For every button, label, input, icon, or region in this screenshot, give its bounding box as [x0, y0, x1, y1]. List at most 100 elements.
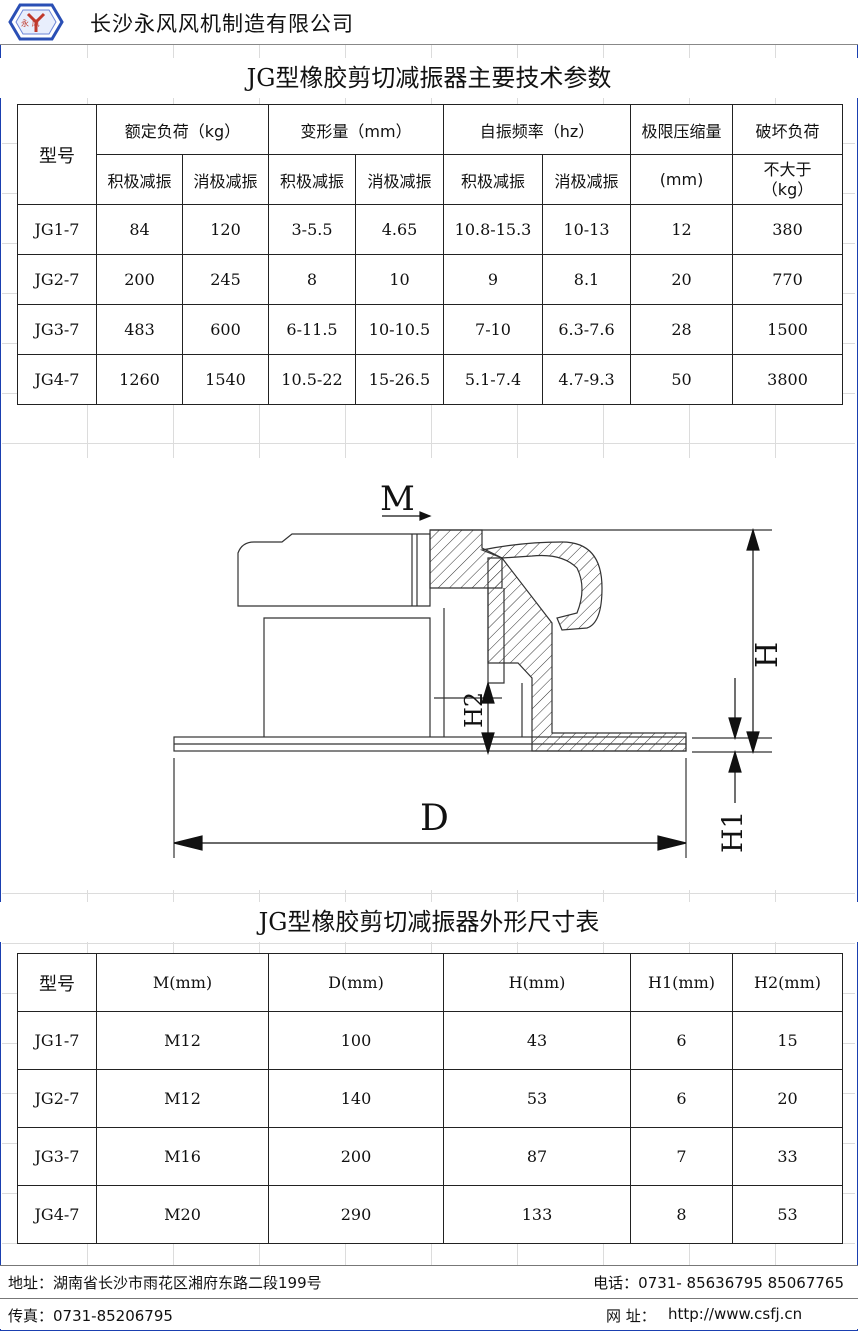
header-break-load: 破坏负荷 [732, 104, 844, 155]
cell: 10.8-15.3 [443, 204, 543, 255]
phone: 电话：0731- 85636795 85067765 [593, 1274, 844, 1292]
website-link[interactable]: http://www.csfj.cn [668, 1305, 803, 1323]
footer-row-1: 地址：湖南省长沙市雨花区湘府东路二段199号 电话：0731- 85636795… [0, 1266, 858, 1298]
cell: 6-11.5 [268, 304, 356, 355]
arrow-down [746, 731, 760, 755]
cell-model: JG4-7 [17, 1185, 97, 1244]
cell: 10-13 [541, 204, 632, 255]
table1-title: JG型橡胶剪切减振器主要技术参数 [0, 58, 858, 98]
cell-model: JG4-7 [17, 354, 97, 405]
break-sub-line1: 不大于 [763, 159, 812, 179]
cell: 133 [443, 1185, 631, 1244]
table-row: JG2-7 M12 140 53 6 20 [17, 1069, 843, 1128]
cell: M16 [96, 1127, 269, 1186]
cell: 20 [630, 254, 734, 305]
cell: 87 [443, 1127, 631, 1186]
label-m: M [380, 479, 415, 519]
arrow-up [746, 527, 760, 551]
company-name: 长沙永风风机制造有限公司 [90, 12, 354, 36]
cell: M12 [96, 1069, 269, 1128]
table-row: JG3-7 483 600 6-11.5 10-10.5 7-10 6.3-7.… [17, 304, 844, 355]
break-sub: 不大于 （kg） [732, 154, 844, 205]
footer-row-2: 传真：0731-85206795 网 址： http://www.csfj.cn [0, 1299, 858, 1329]
fan-logo-icon: 永 风 [8, 3, 64, 41]
limit-unit: (mm) [630, 154, 734, 205]
cell: 43 [443, 1011, 631, 1070]
cell: 140 [268, 1069, 444, 1128]
cell: 200 [268, 1127, 444, 1186]
sub-passive-freq: 消极减振 [541, 154, 632, 205]
cell: 4.7-9.3 [541, 354, 632, 405]
cell: 6 [630, 1011, 733, 1070]
footer-divider-2 [0, 1298, 858, 1299]
cell: 6 [630, 1069, 733, 1128]
diagram-svg: M D H H1 H2 [173, 479, 785, 858]
cell: 33 [732, 1127, 843, 1186]
footer-divider [0, 1265, 858, 1266]
fax: 传真：0731-85206795 [8, 1307, 173, 1325]
cell: 10-10.5 [355, 304, 444, 355]
label-h: H [750, 642, 785, 668]
cell: M20 [96, 1185, 269, 1244]
cell: 7 [630, 1127, 733, 1186]
cell: 53 [732, 1185, 843, 1244]
rubber-cup [479, 541, 603, 631]
header-h2: H2(mm) [732, 953, 843, 1012]
label-d: D [420, 798, 449, 839]
rubber-body [487, 557, 687, 752]
cell: 12 [630, 204, 734, 255]
label-h2: H2 [460, 692, 488, 728]
cell: M12 [96, 1011, 269, 1070]
cell: 3-5.5 [268, 204, 356, 255]
sub-passive-deform: 消极减振 [355, 154, 444, 205]
header-h: H(mm) [443, 953, 631, 1012]
cell: 245 [182, 254, 269, 305]
table-row: JG4-7 1260 1540 10.5-22 15-26.5 5.1-7.4 … [17, 354, 844, 405]
cell-model: JG3-7 [17, 304, 97, 355]
table-row: JG3-7 M16 200 87 7 33 [17, 1127, 843, 1186]
cell: 10 [355, 254, 444, 305]
header-limit-compression: 极限压缩量 [630, 104, 734, 155]
cell: 15-26.5 [355, 354, 444, 405]
cell: 8 [268, 254, 356, 305]
cell: 53 [443, 1069, 631, 1128]
website-label: 网 址： [606, 1307, 656, 1325]
cell: 200 [96, 254, 183, 305]
cell: 600 [182, 304, 269, 355]
break-sub-line2: （kg） [761, 179, 814, 199]
technical-parameters-table: 型号 额定负荷（kg） 变形量（mm） 自振频率（hz） 极限压缩量 破坏负荷 … [17, 104, 844, 405]
cell: 50 [630, 354, 734, 405]
header-natural-frequency: 自振频率（hz） [442, 104, 632, 155]
table-row: JG2-7 200 245 8 10 9 8.1 20 770 [17, 254, 844, 305]
cell: 100 [268, 1011, 444, 1070]
cell: 1540 [182, 354, 269, 405]
top-cap [237, 533, 431, 607]
cell-model: JG1-7 [17, 204, 97, 255]
cell: 20 [732, 1069, 843, 1128]
header-model: 型号 [17, 104, 97, 205]
damper-cross-section-diagram: M D H H1 H2 [2, 458, 855, 890]
cell: 4.65 [355, 204, 444, 255]
cell: 770 [732, 254, 844, 305]
cell-model: JG2-7 [17, 254, 97, 305]
sub-passive-load: 消极减振 [182, 154, 269, 205]
cell: 483 [96, 304, 183, 355]
cell: 380 [732, 204, 844, 255]
cell-model: JG3-7 [17, 1127, 97, 1186]
cell: 3800 [732, 354, 844, 405]
cell: 120 [182, 204, 269, 255]
cell: 1500 [732, 304, 844, 355]
header-rated-load: 额定负荷（kg） [96, 104, 269, 155]
cell: 6.3-7.6 [541, 304, 632, 355]
cell: 290 [268, 1185, 444, 1244]
header-m: M(mm) [96, 953, 269, 1012]
cell: 5.1-7.4 [443, 354, 543, 405]
table-row: JG4-7 M20 290 133 8 53 [17, 1185, 843, 1244]
header-deformation: 变形量（mm） [268, 104, 444, 155]
cell: 10.5-22 [268, 354, 356, 405]
header-model: 型号 [17, 953, 97, 1012]
table-row: JG1-7 M12 100 43 6 15 [17, 1011, 843, 1070]
dimension-table: 型号 M(mm) D(mm) H(mm) H1(mm) H2(mm) JG1-7… [17, 953, 843, 1244]
cell: 9 [443, 254, 543, 305]
address: 地址：湖南省长沙市雨花区湘府东路二段199号 [8, 1274, 322, 1292]
